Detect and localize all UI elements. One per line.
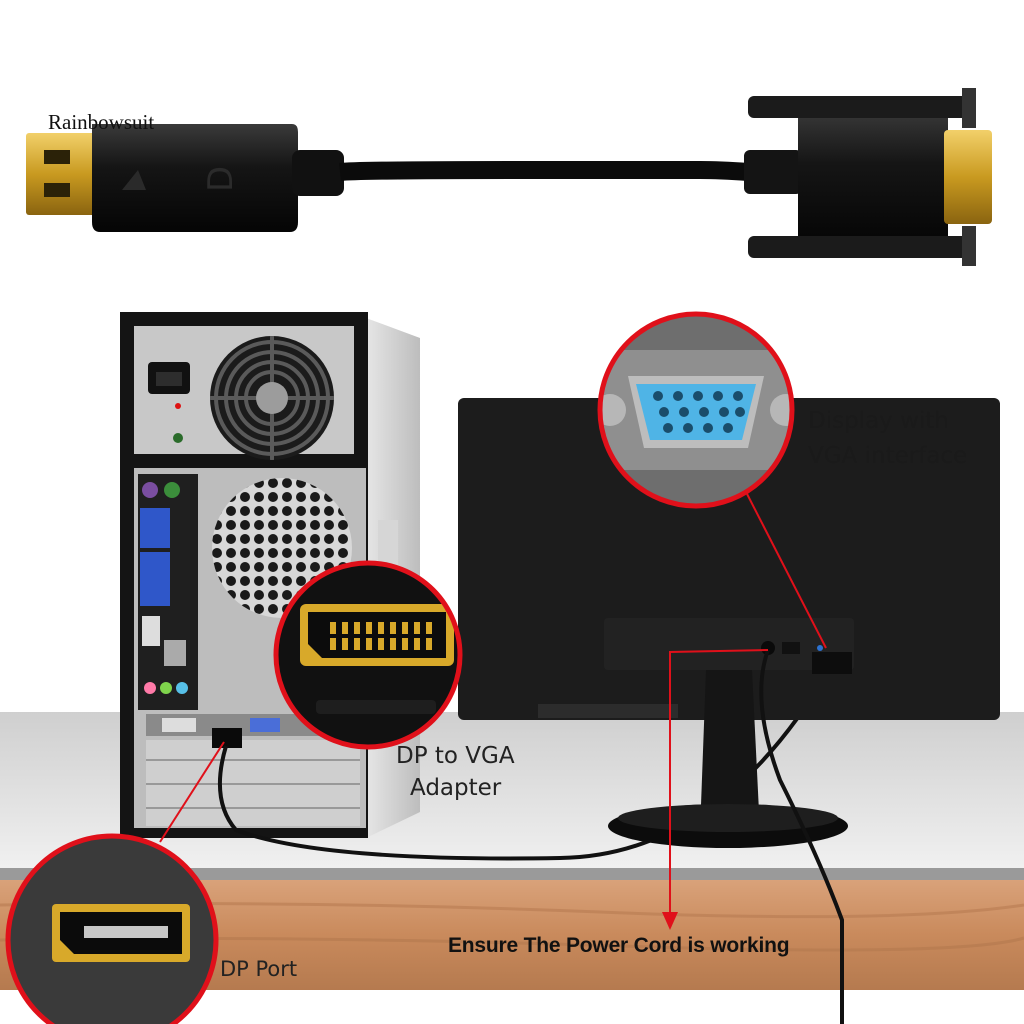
- callout-vga-port: [597, 311, 795, 509]
- adapter-label-line-2: Adapter: [410, 775, 502, 801]
- vga-label-line-1: Display with: [808, 408, 949, 434]
- watermark: Rainbowsuit: [48, 110, 155, 134]
- adapter-label-line-1: DP to VGA: [396, 743, 515, 769]
- dp-connector-icon: [308, 612, 446, 658]
- power-arrow: [662, 912, 678, 930]
- vga-plug-housing: [798, 108, 948, 246]
- plugged-adapter: [212, 728, 242, 748]
- psu-fan: [210, 336, 334, 460]
- vga-plug-pins: [944, 130, 992, 224]
- callout-dp-adapter: [273, 560, 463, 750]
- power-cord-label: Ensure The Power Cord is working: [448, 934, 790, 957]
- dp-plug-pins: [26, 133, 98, 215]
- dp-to-vga-cable: D: [26, 88, 992, 266]
- dp-port-label: DP Port: [220, 957, 298, 981]
- vga-label-line-2: VGA interface: [808, 443, 968, 469]
- adapter-label: DP to VGA Adapter: [396, 740, 515, 804]
- dp-plug-housing: [92, 124, 298, 232]
- vga-interface-label: Display with VGA interface: [808, 404, 967, 474]
- callout-dp-port: [5, 833, 219, 1024]
- svg-text:D: D: [201, 166, 241, 192]
- monitor: [458, 398, 1000, 848]
- power-cord: [759, 649, 844, 1024]
